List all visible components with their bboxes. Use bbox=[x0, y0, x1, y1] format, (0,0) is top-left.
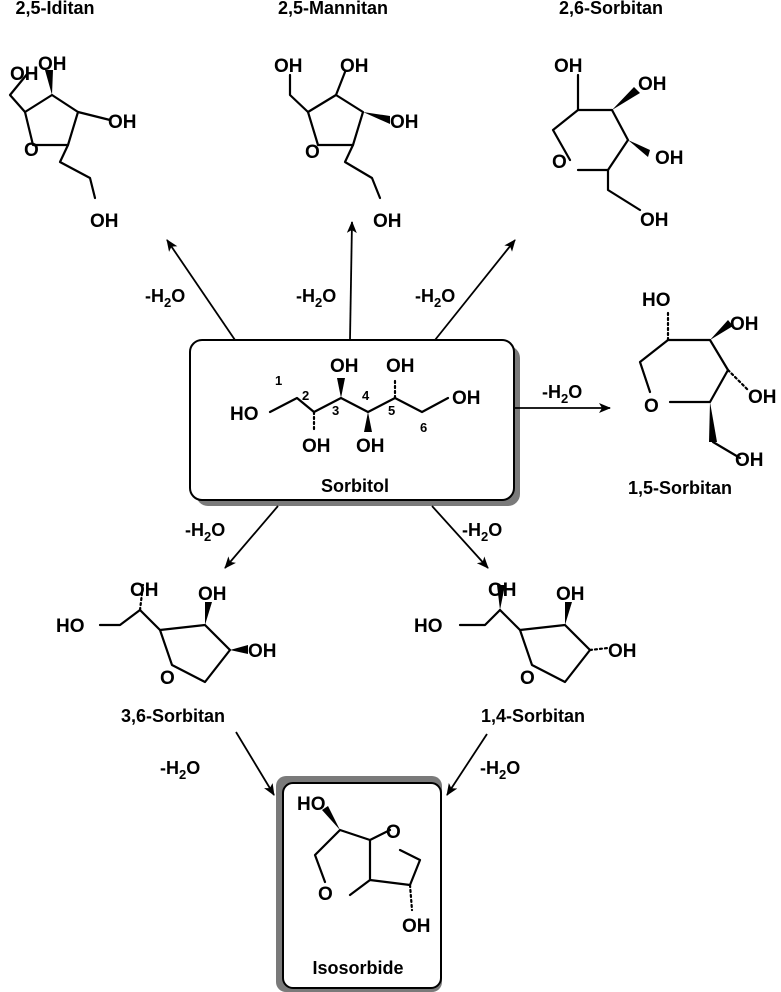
ho-label: HO bbox=[414, 616, 443, 637]
oh-label: OH bbox=[638, 74, 667, 95]
oh-label: OH bbox=[340, 56, 369, 77]
structure-2-5-iditan: OH OH OH O OH bbox=[8, 54, 137, 232]
isosorbide-box: HO O O OH Isosorbide bbox=[276, 776, 442, 992]
svg-text:-H2O: -H2O bbox=[480, 758, 520, 782]
title-1-4-sorbitan: 1,4-Sorbitan bbox=[481, 706, 585, 726]
oh-label: OH bbox=[608, 641, 637, 662]
ho-label: HO bbox=[56, 616, 85, 637]
ho-label: HO bbox=[297, 794, 326, 815]
oh-label: OH bbox=[556, 584, 585, 605]
condition-dehydration: -H2O bbox=[415, 286, 455, 310]
arrow-to-3-6-sorbitan bbox=[224, 505, 279, 569]
ring-oxygen-label: O bbox=[644, 396, 659, 417]
oh-label: OH bbox=[402, 916, 431, 937]
condition-dehydration: -H2O bbox=[542, 382, 582, 406]
ring-oxygen-label: O bbox=[24, 140, 39, 161]
svg-text:-H2O: -H2O bbox=[462, 520, 502, 544]
ring-oxygen-label: O bbox=[305, 142, 320, 163]
svg-text:-H2O: -H2O bbox=[160, 758, 200, 782]
svg-text:-H2O: -H2O bbox=[185, 520, 225, 544]
structure-3-6-sorbitan: HO OH OH OH O 3,6-Sorbitan bbox=[56, 580, 277, 726]
title-2-6-sorbitan: 2,6-Sorbitan bbox=[559, 0, 663, 18]
oh-label: OH bbox=[373, 211, 402, 232]
carbon-number: 1 bbox=[275, 373, 282, 388]
condition-dehydration: -H2O bbox=[296, 286, 336, 310]
arrow-to-2-6-sorbitan bbox=[434, 239, 516, 341]
oh-label: OH bbox=[748, 387, 777, 408]
svg-text:-H2O: -H2O bbox=[415, 286, 455, 310]
condition-dehydration: -H2O bbox=[160, 758, 200, 782]
structure-1-5-sorbitan: HO OH OH O OH 1,5-Sorbitan bbox=[628, 290, 777, 498]
title-isosorbide: Isosorbide bbox=[312, 958, 403, 978]
oh-label: OH bbox=[730, 314, 759, 335]
ho-label: HO bbox=[230, 404, 259, 425]
ring-oxygen-label: O bbox=[160, 668, 175, 689]
oh-label: OH bbox=[198, 584, 227, 605]
oh-label: OH bbox=[10, 64, 39, 85]
oh-label: OH bbox=[452, 388, 481, 409]
oh-label: OH bbox=[38, 54, 67, 75]
oh-label: OH bbox=[554, 56, 583, 77]
ring-oxygen-label: O bbox=[552, 152, 567, 173]
structure-1-4-sorbitan: HO OH OH OH O 1,4-Sorbitan bbox=[414, 580, 637, 726]
oh-label: OH bbox=[655, 148, 684, 169]
oh-label: OH bbox=[130, 580, 159, 601]
condition-dehydration: -H2O bbox=[145, 286, 185, 310]
ring-oxygen-label: O bbox=[386, 822, 401, 843]
condition-dehydration: -H2O bbox=[480, 758, 520, 782]
oh-label: OH bbox=[248, 641, 277, 662]
structure-2-6-sorbitan: OH OH OH O OH bbox=[551, 56, 684, 231]
oh-label: OH bbox=[488, 580, 517, 601]
oh-label: OH bbox=[356, 436, 385, 457]
svg-text:-H2O: -H2O bbox=[542, 382, 582, 406]
carbon-number: 3 bbox=[332, 403, 339, 418]
arrow-3-6-to-isosorbide bbox=[235, 731, 275, 796]
oh-label: OH bbox=[330, 356, 359, 377]
condition-dehydration: -H2O bbox=[185, 520, 225, 544]
carbon-number: 4 bbox=[362, 388, 370, 403]
oh-label: OH bbox=[390, 112, 419, 133]
oh-label: OH bbox=[640, 210, 669, 231]
title-2-5-mannitan: 2,5-Mannitan bbox=[278, 0, 388, 18]
carbon-number: 2 bbox=[302, 388, 309, 403]
title-3-6-sorbitan: 3,6-Sorbitan bbox=[121, 706, 225, 726]
title-2-5-iditan: 2,5-Iditan bbox=[15, 0, 94, 18]
arrow-to-2-5-iditan bbox=[166, 239, 236, 341]
arrow-1-4-to-isosorbide bbox=[446, 733, 488, 796]
oh-label: OH bbox=[90, 211, 119, 232]
svg-text:-H2O: -H2O bbox=[296, 286, 336, 310]
oh-label: OH bbox=[735, 450, 764, 471]
arrow-to-1-4-sorbitan bbox=[431, 505, 489, 569]
condition-dehydration: -H2O bbox=[462, 520, 502, 544]
title-sorbitol: Sorbitol bbox=[321, 476, 389, 496]
structure-2-5-mannitan: OH OH OH O OH bbox=[274, 56, 419, 232]
carbon-number: 5 bbox=[388, 403, 395, 418]
oh-label: OH bbox=[108, 112, 137, 133]
carbon-number: 6 bbox=[420, 420, 427, 435]
ho-label: HO bbox=[642, 290, 671, 311]
oh-label: OH bbox=[386, 356, 415, 377]
title-1-5-sorbitan: 1,5-Sorbitan bbox=[628, 478, 732, 498]
sorbitol-box: HO OH OH OH OH OH 1 2 3 4 5 6 Sorbitol bbox=[189, 339, 520, 506]
ring-oxygen-label: O bbox=[520, 668, 535, 689]
oh-label: OH bbox=[302, 436, 331, 457]
svg-text:-H2O: -H2O bbox=[145, 286, 185, 310]
oh-label: OH bbox=[274, 56, 303, 77]
ring-oxygen-label: O bbox=[318, 884, 333, 905]
arrow-to-2-5-mannitan bbox=[346, 221, 357, 341]
